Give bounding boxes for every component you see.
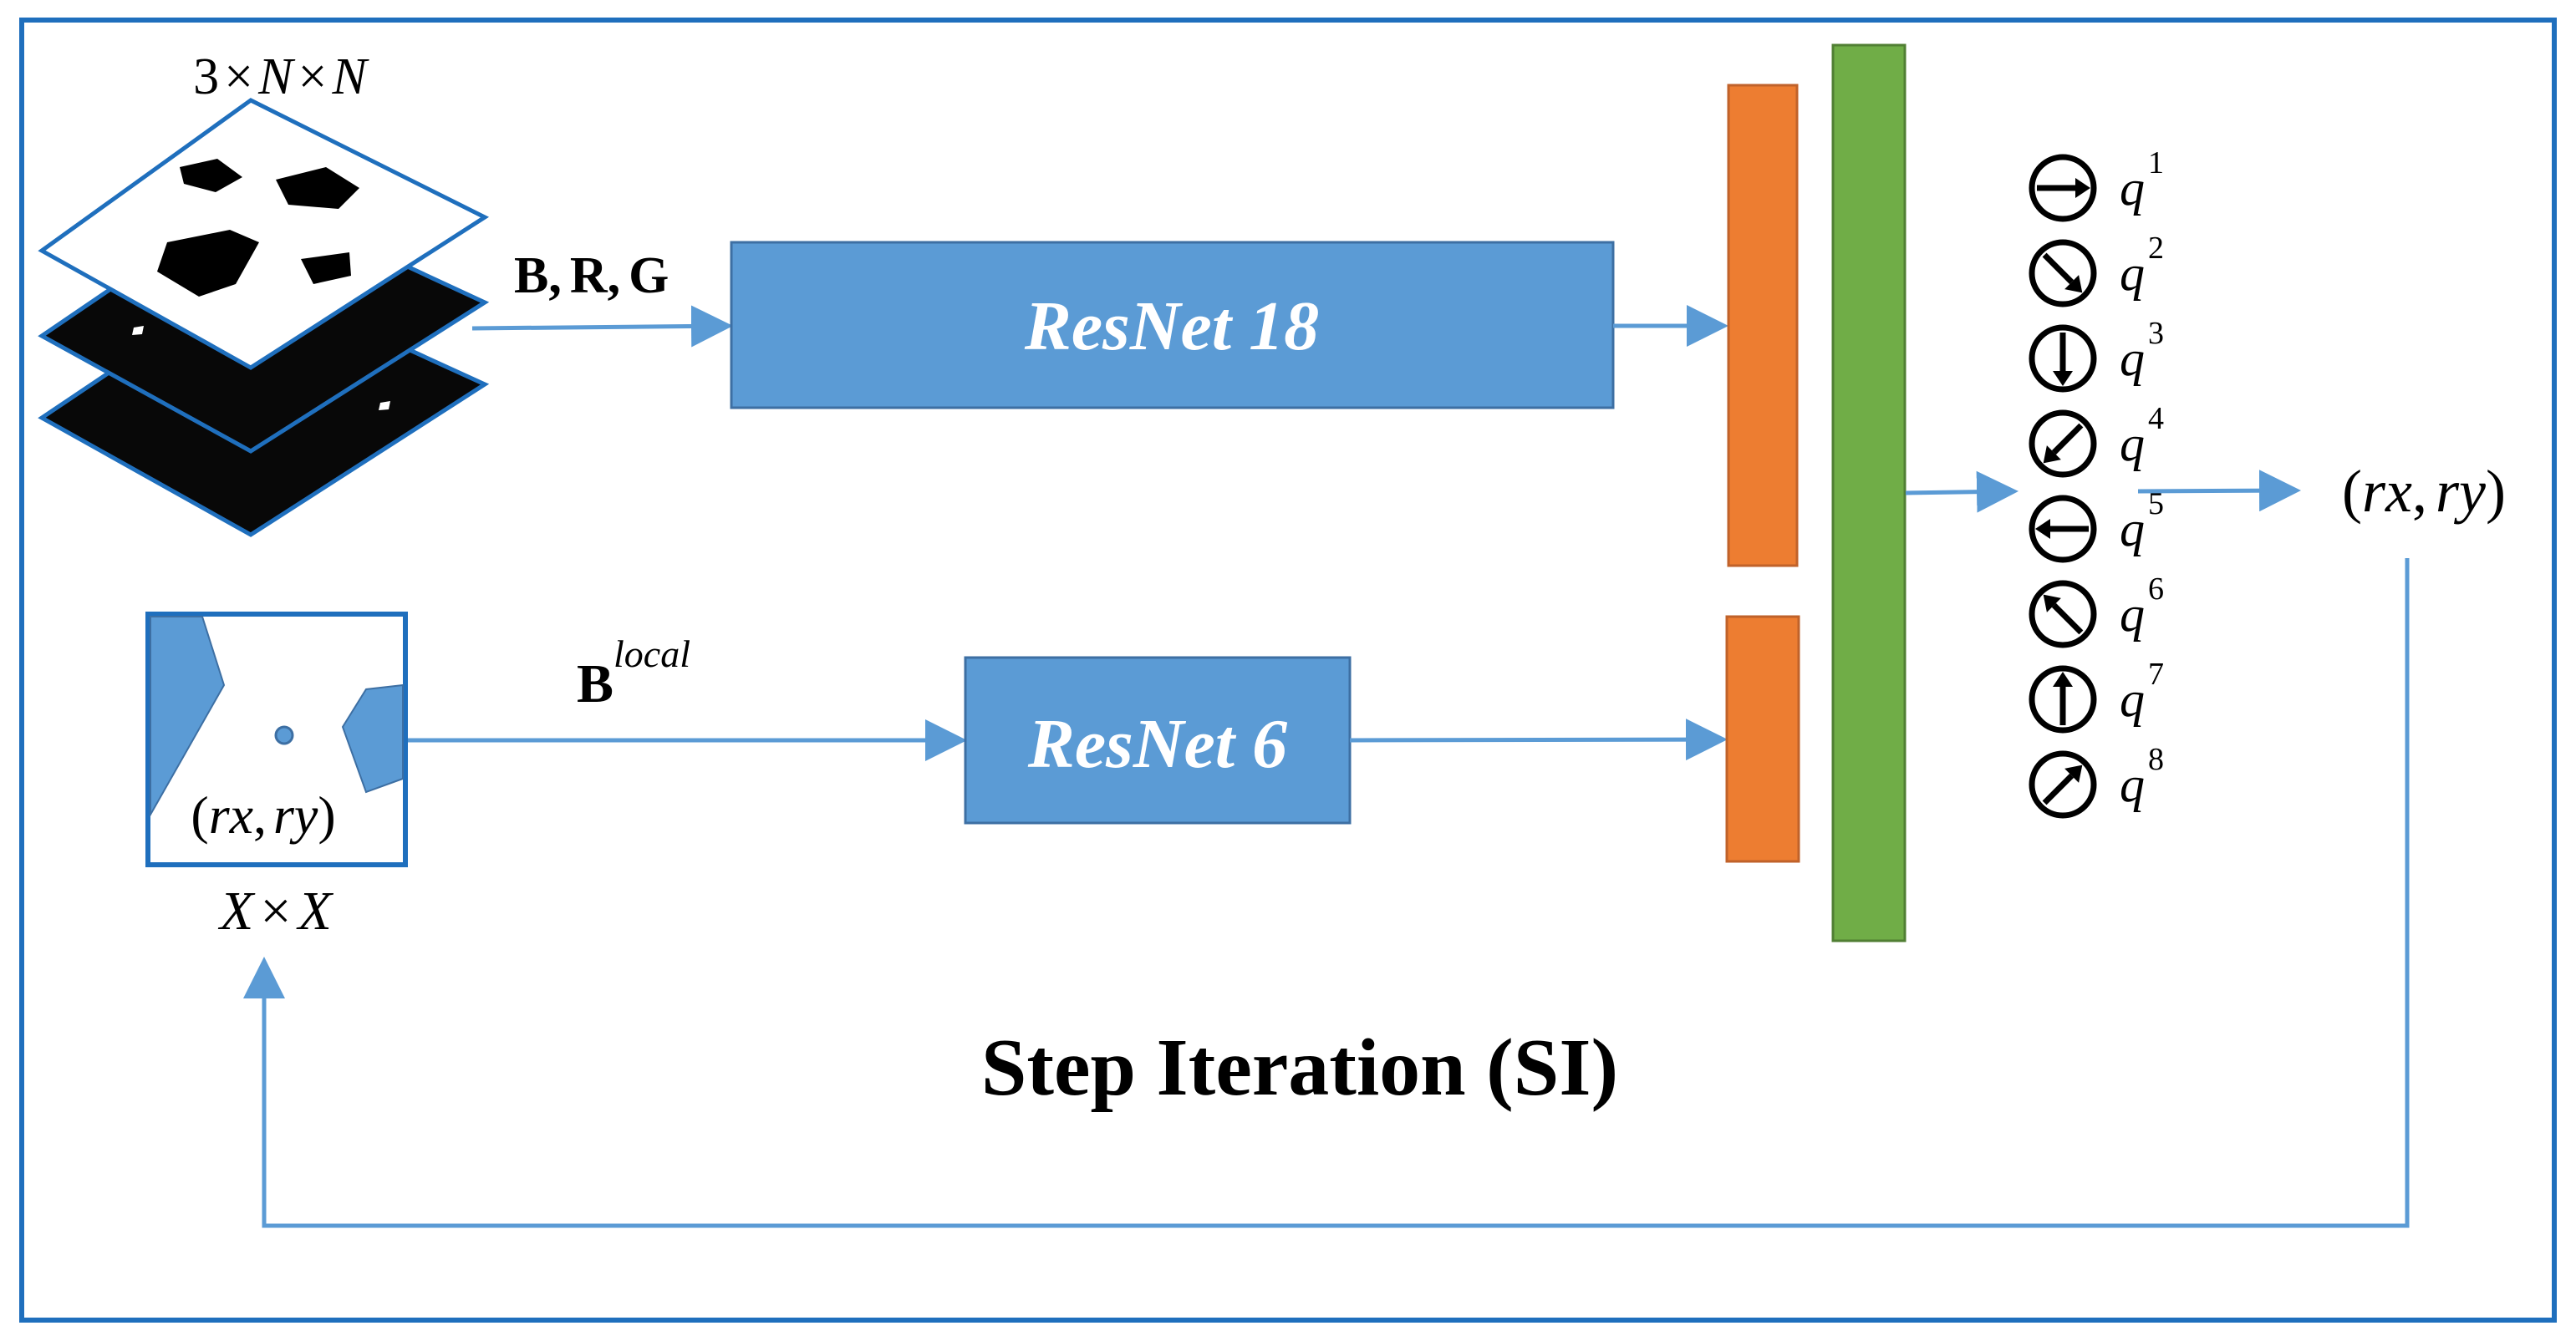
resnet6-feature-vector xyxy=(1725,615,1800,863)
obstacle xyxy=(180,159,242,192)
direction-arrow-head xyxy=(2035,519,2050,539)
local-obstacle xyxy=(341,683,404,794)
input-layer-b xyxy=(38,98,490,370)
resnet18-label: ResNet 18 xyxy=(1024,287,1319,365)
direction-arrow-shaft xyxy=(2042,252,2075,285)
actions-to-output-arrow xyxy=(2137,470,2301,512)
resnet6-label: ResNet 6 xyxy=(1027,705,1287,783)
obstacle xyxy=(301,252,351,284)
local-obstacle xyxy=(150,616,226,818)
obstacle xyxy=(157,230,259,297)
diagram-title: Step Iteration (SI) xyxy=(981,1023,1618,1113)
patch-position-label: (rx,ry) xyxy=(191,785,335,845)
direction-arrow-head xyxy=(2043,594,2061,612)
outer-frame xyxy=(19,18,2557,1323)
features-to-actions-arrow xyxy=(1905,470,2019,513)
robot-marker xyxy=(132,326,144,335)
direction-arrow-head xyxy=(2053,672,2073,687)
local-input-label: Blocal xyxy=(577,632,690,714)
input-channels-label: B,R,G xyxy=(514,247,669,304)
resnet18-feature-vector xyxy=(1727,84,1799,567)
input-to-resnet18-arrow xyxy=(471,305,733,348)
direction-arrow-shaft xyxy=(2051,423,2084,455)
resnet6-to-feature-arrow xyxy=(1349,719,1728,761)
goal-marker xyxy=(379,401,390,410)
resnet18-block xyxy=(730,241,1615,409)
direction-arrow-head xyxy=(2064,275,2083,293)
robot-position-dot xyxy=(274,725,294,745)
input-layer-stack xyxy=(38,98,490,537)
feedback-loop-arrow xyxy=(243,558,2410,1228)
direction-arrow-head xyxy=(2043,445,2061,464)
local-patch-size-label: X×X xyxy=(217,881,334,942)
layers-size-label: 3×N×N xyxy=(193,48,369,105)
direction-arrow-head xyxy=(2075,178,2090,198)
output-position-label: (rx,ry) xyxy=(2342,458,2506,525)
fused-feature-vector xyxy=(1831,43,1907,942)
direction-arrow-head xyxy=(2064,764,2083,783)
obstacle xyxy=(276,167,359,209)
direction-arrow-shaft xyxy=(2042,773,2075,805)
direction-arrow-head xyxy=(2053,371,2073,386)
direction-arrow-shaft xyxy=(2051,602,2084,635)
